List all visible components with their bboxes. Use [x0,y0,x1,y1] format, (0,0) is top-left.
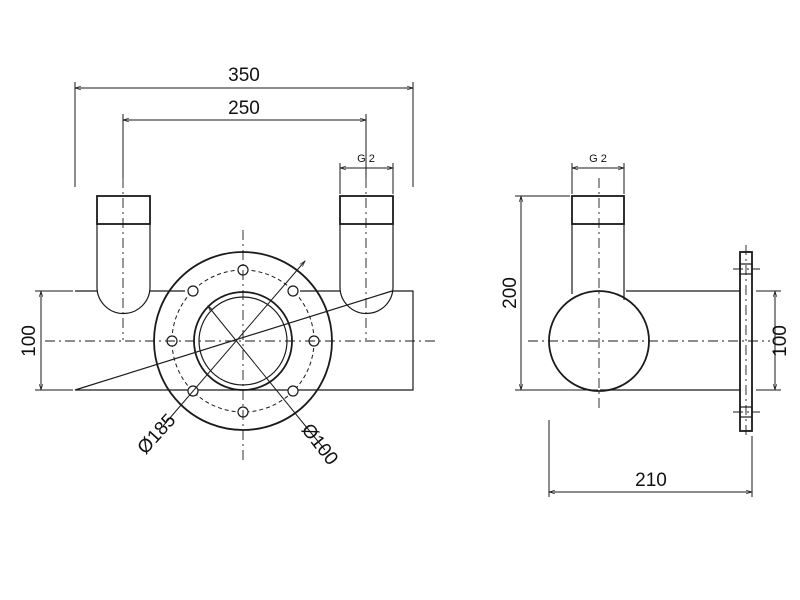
left-thread-cap [96,195,151,225]
dim-250-text: 250 [228,98,260,119]
dim-200-text: 200 [500,277,521,309]
thread-front-text: G 2 [357,153,375,165]
bolt-hole [287,385,299,397]
flange-diameter-text: Ø185 [134,410,181,459]
manifold-tube [74,290,414,391]
bore-diameter-text: Ø100 [297,420,342,470]
side-flange-plate [739,251,753,432]
left-inlet-pipe [96,224,151,315]
dim-210-text: 210 [635,470,667,491]
right-thread-cap [339,195,394,225]
dim-100-front-text: 100 [19,325,40,357]
front-view: 350 250 G 2 100 Ø185 Ø100 [19,65,438,469]
bore-diameter-leader [207,305,326,451]
thread-side-text: G 2 [589,153,607,165]
right-inlet-pipe [339,224,394,315]
side-thread-cap [571,195,625,225]
dim-350-text: 350 [228,65,260,86]
bolt-hole [287,285,299,297]
bolt-hole [187,285,199,297]
dim-100-side-text: 100 [770,325,791,357]
flange-diameter-leader [162,260,306,427]
side-view: G 2 200 100 210 [500,153,791,497]
